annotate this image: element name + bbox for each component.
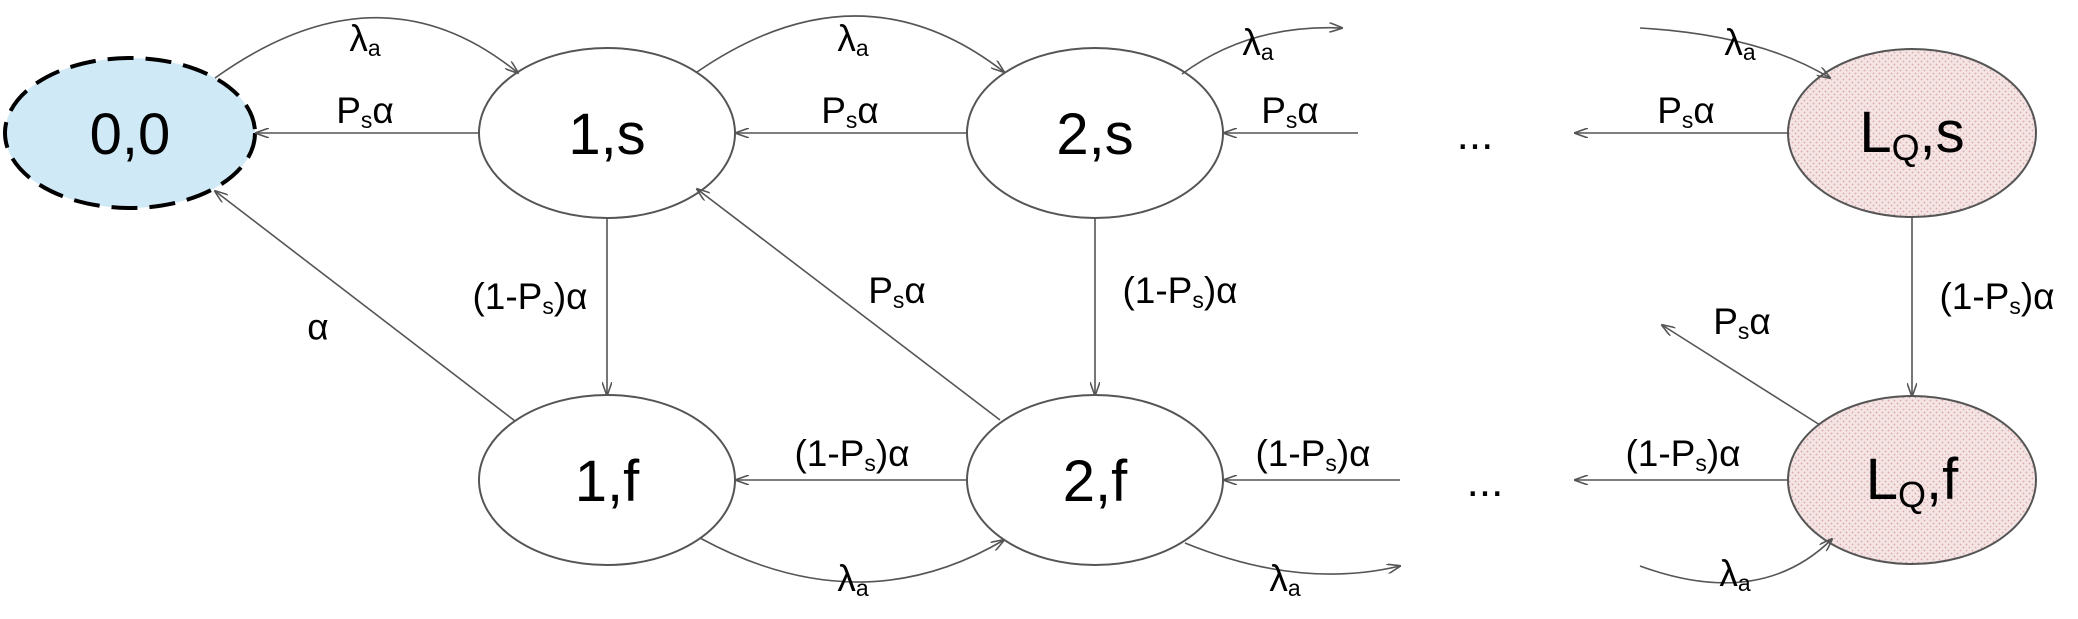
node-2-s bbox=[966, 47, 1224, 219]
edge-arrival-1f-2f bbox=[699, 537, 1004, 583]
edge-arrival-2s-out bbox=[1181, 28, 1342, 75]
edge-arrival-2f-out bbox=[1184, 542, 1400, 575]
edge-arrival-in-lqs bbox=[1639, 27, 1830, 78]
node-1-f bbox=[478, 394, 736, 566]
node-0-0 bbox=[3, 56, 257, 210]
edge-alpha-1f-00 bbox=[215, 191, 516, 422]
node-lq-s bbox=[1787, 48, 2037, 218]
edge-arrival-00-1s bbox=[214, 16, 518, 79]
node-2-f bbox=[966, 394, 1224, 566]
edge-arrival-1s-2s bbox=[696, 15, 1004, 72]
edge-ps-2f-1s bbox=[697, 189, 1001, 421]
edge-arrival-in-lqf bbox=[1639, 539, 1832, 584]
edge-ps-lqf-out bbox=[1662, 325, 1821, 426]
node-lq-f bbox=[1787, 395, 2037, 565]
